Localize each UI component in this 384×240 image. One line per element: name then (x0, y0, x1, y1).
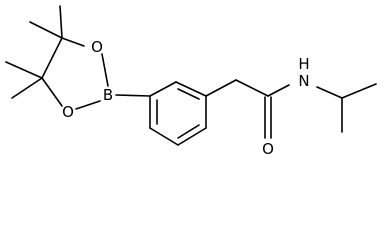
bond-isopropyl-methyl-1 (341, 83, 377, 99)
bond-ch2-carbonyl (235, 79, 269, 97)
carbonyl-oxygen-label: O (262, 140, 274, 158)
bond-o-b (101, 53, 109, 87)
pinacol-ring (41, 37, 109, 110)
bond-b-o (75, 100, 101, 110)
ring-bond-1 (149, 81, 177, 97)
chemical-structure: O B O H N O (5, 5, 377, 158)
bond-n-isopropyl (316, 86, 343, 99)
bond-methyl-3 (5, 61, 43, 79)
bond-b-aryl (115, 94, 151, 97)
hydrogen-label: H (298, 55, 309, 73)
oxygen-label-top: O (91, 38, 103, 56)
acetamide-chain (205, 79, 377, 139)
benzene-ring (149, 81, 207, 146)
boron-label: B (103, 86, 113, 104)
ring-bond-5 (149, 127, 179, 146)
structure-canvas: O B O H N O (5, 5, 377, 158)
bond-methyl-2 (29, 21, 63, 39)
bond-methyl-4 (11, 77, 43, 99)
oxygen-label-bottom: O (62, 103, 74, 121)
ring-double-1 (177, 88, 200, 100)
bond-c1-o (61, 37, 85, 47)
bond-c2-c1 (41, 37, 63, 79)
nitrogen-label: N (298, 72, 309, 90)
ring-bond-2 (175, 81, 207, 97)
bond-methyl-1 (59, 5, 63, 39)
ring-double-2 (177, 124, 200, 139)
ring-bond-4 (177, 127, 207, 146)
bond-carbonyl-n (267, 84, 290, 97)
bond-o-c2 (41, 77, 63, 107)
bond-aryl-ch2 (205, 79, 237, 97)
methyl-groups (5, 5, 63, 99)
